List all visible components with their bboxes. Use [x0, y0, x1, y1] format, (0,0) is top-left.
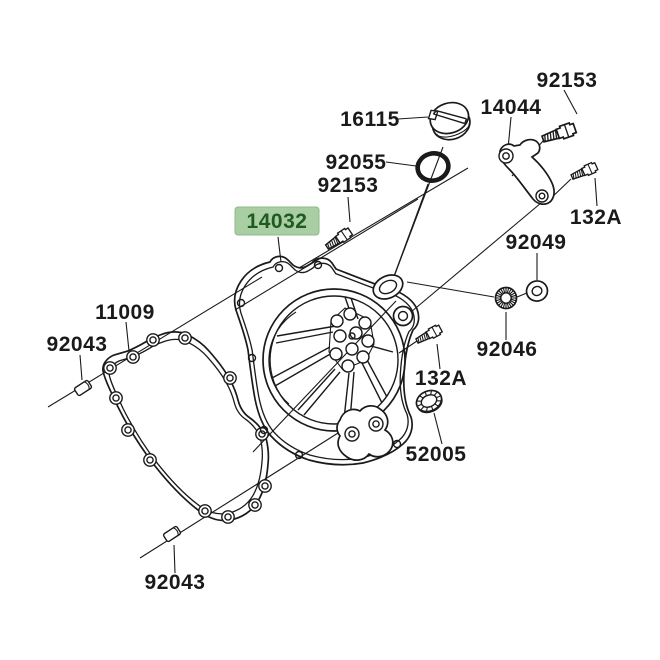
part-number-text: 92046: [477, 338, 538, 361]
part-label-92055-3[interactable]: 92055: [326, 151, 387, 174]
leader-oring-to-filler: [389, 183, 429, 288]
dowel-pin-bottom: [162, 525, 182, 543]
clutch-cover-drawing: [233, 255, 420, 466]
leader-label-52005: [433, 412, 443, 445]
cover-inner-flange: [238, 261, 415, 461]
leader-bracket-to-boss: [410, 202, 542, 313]
part-number-text: 14032: [247, 210, 308, 233]
bolt-132a-middle: [415, 324, 444, 344]
part-label-132A-11[interactable]: 132A: [415, 367, 467, 390]
bolt-92153-left: [324, 227, 354, 250]
part-label-92046-10[interactable]: 92046: [477, 338, 538, 361]
highlight-box: [234, 206, 320, 236]
part-number-text: 92049: [506, 231, 567, 254]
part-number-text: 52005: [406, 443, 467, 466]
part-number-text: 92153: [318, 174, 379, 197]
part-label-14044-2[interactable]: 14044: [481, 96, 542, 119]
leader-label-132a-mid: [436, 343, 441, 370]
construction-line-1: [298, 167, 469, 269]
leader-label-92043-top: [79, 354, 83, 381]
part-label-92153-4[interactable]: 92153: [318, 174, 379, 197]
cover-bracket-boss: [392, 305, 414, 327]
leader-label-92043-bottom: [173, 544, 176, 574]
cover-dome-contour: [268, 311, 297, 405]
part-number-text: 92043: [145, 571, 206, 594]
part-number-text: 16115: [340, 108, 400, 131]
part-label-92049-7[interactable]: 92049: [506, 231, 567, 254]
part-number-text: 14044: [481, 96, 542, 119]
cover-outer-flange: [233, 255, 420, 466]
bracket-drawing: [498, 138, 555, 205]
o-ring-drawing: [415, 151, 451, 183]
washer-drawing: [525, 280, 549, 302]
part-label-92043-9[interactable]: 92043: [47, 333, 108, 356]
oil-seal-drawing: [415, 389, 443, 414]
leader-label-92055: [385, 161, 417, 167]
leader-bearing-to-washer: [516, 292, 528, 298]
part-label-11009-8[interactable]: 11009: [95, 301, 155, 324]
dowel-pin-top: [73, 379, 93, 397]
part-number-text: 132A: [415, 367, 467, 390]
part-label-92153-0[interactable]: 92153: [537, 69, 598, 92]
leader-label-16115: [397, 116, 429, 120]
cover-filler-opening: [372, 274, 404, 300]
part-label-52005-12[interactable]: 52005: [406, 443, 467, 466]
part-number-text: 92153: [537, 69, 598, 92]
cover-hub-cluster: [328, 307, 375, 373]
bolt-92153-top-right: [540, 121, 578, 143]
leader-label-92153-tl: [347, 196, 351, 223]
part-number-text: 92043: [47, 333, 108, 356]
construction-line-3: [252, 300, 397, 453]
cover-ribs: [271, 296, 394, 421]
gasket-bolt-holes: [103, 331, 272, 524]
gasket-drawing: [102, 331, 272, 524]
construction-line-2: [234, 198, 419, 311]
cover-dome-outer-rim: [262, 288, 406, 432]
leader-boss-to-bearing: [406, 281, 495, 298]
oil-filler-cap-drawing: [427, 101, 471, 141]
gasket-outer-outline: [102, 331, 270, 522]
cover-bottom-mount: [336, 405, 394, 461]
cover-dome-inner-rim: [269, 295, 399, 425]
part-label-92043-13[interactable]: 92043: [145, 571, 206, 594]
cover-flange-holes: [236, 260, 402, 460]
part-label-14032-5[interactable]: 14032: [234, 206, 320, 236]
leader-label-11009: [125, 321, 130, 352]
part-label-16115-1[interactable]: 16115: [340, 108, 400, 131]
part-number-text: 132A: [570, 206, 622, 229]
part-label-132A-6[interactable]: 132A: [570, 206, 622, 229]
bearing-drawing: [494, 286, 518, 310]
leader-label-92153-tr: [563, 89, 578, 115]
bearing-hatch: [495, 287, 517, 309]
part-number-text: 11009: [95, 301, 155, 324]
part-number-text: 92055: [326, 151, 387, 174]
leader-label-14032: [277, 236, 282, 263]
bolt-132a-right: [570, 161, 599, 180]
leader-label-132a-r: [594, 177, 598, 207]
gasket-inner-outline: [108, 338, 264, 515]
